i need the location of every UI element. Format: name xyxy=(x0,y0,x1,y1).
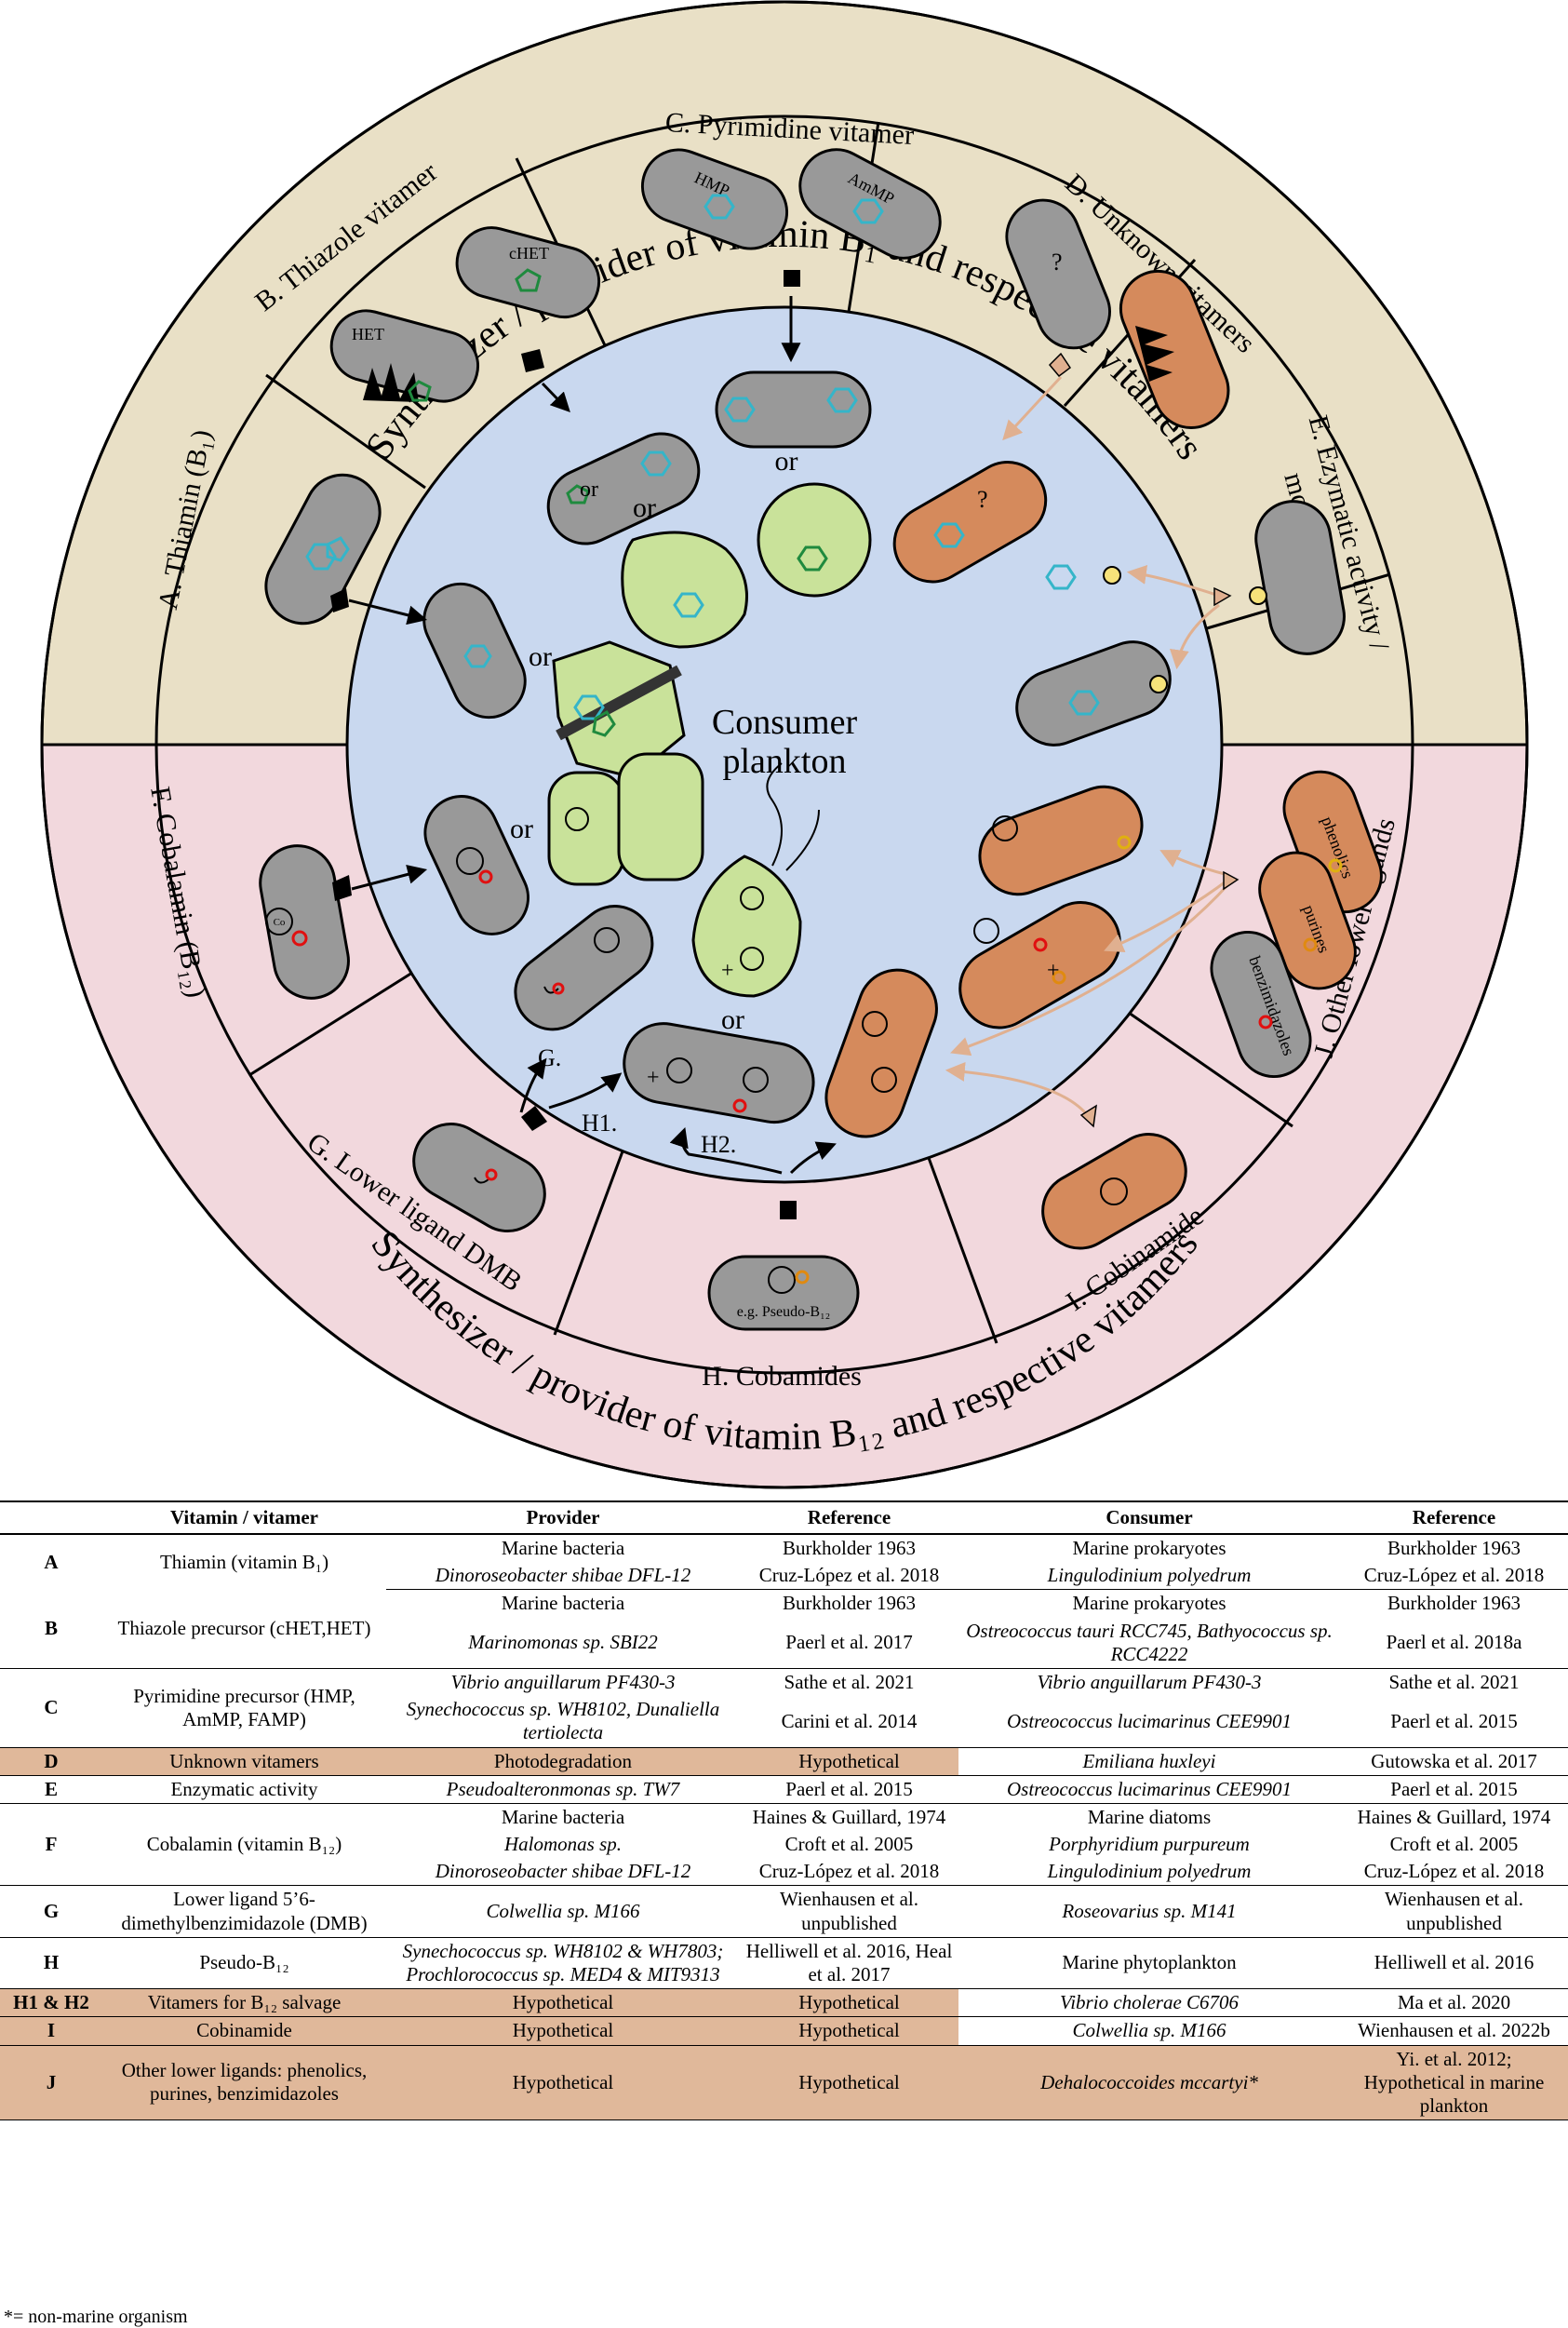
consumer-cell-j1 xyxy=(958,901,1121,1029)
svg-text:?: ? xyxy=(1052,249,1063,276)
svg-text:or: or xyxy=(775,446,798,477)
svg-text:+: + xyxy=(1047,959,1060,983)
consumer-cell-c xyxy=(715,370,872,449)
col-provider: Provider xyxy=(386,1500,740,1535)
provider-cell-chet xyxy=(455,226,601,319)
provider-cell-cobinamide xyxy=(1041,1133,1187,1250)
consumer-coccoid-c xyxy=(757,482,872,598)
svg-text:+: + xyxy=(721,959,734,983)
svg-text:Co: Co xyxy=(274,917,286,928)
vitamin-table: Vitamin / vitamer Provider Reference Con… xyxy=(0,1500,1568,2121)
svg-text:or: or xyxy=(633,492,656,523)
svg-text:or: or xyxy=(721,1004,744,1035)
provider-cell-dmb xyxy=(412,1123,546,1232)
consumer-cell-d xyxy=(892,461,1048,584)
table-row: B Thiazole precursor (cHET,HET) Marine b… xyxy=(0,1589,1568,1669)
consumer-cell-j2 xyxy=(978,785,1144,896)
col-reference-1: Reference xyxy=(740,1500,958,1535)
table-row: Synechococcus sp. WH8102, Dunaliella ter… xyxy=(0,1696,1568,1748)
consumer-flagellate xyxy=(691,854,802,998)
svg-text:or: or xyxy=(580,478,598,502)
footnote: *= non-marine organism xyxy=(4,2307,188,2327)
table-row: C Pyrimidine precursor (HMP, AmMP, FAMP)… xyxy=(0,1668,1568,1748)
table-header-row: Vitamin / vitamer Provider Reference Con… xyxy=(0,1500,1568,1535)
col-reference-2: Reference xyxy=(1340,1500,1568,1535)
consumer-cell-f xyxy=(423,795,529,935)
consumer-diatom-f xyxy=(547,771,625,886)
table-row: I Cobinamide Hypothetical Hypothetical C… xyxy=(0,2016,1568,2046)
vitamin-exchange-diagram: Synthesizer / provider of vitamin B₁ and… xyxy=(40,0,1529,1489)
consumer-cell-i xyxy=(824,968,938,1138)
consumer-alga-b xyxy=(621,531,748,649)
svg-text:+: + xyxy=(647,1066,660,1090)
provider-cell-a xyxy=(264,473,382,626)
consumer-cell-h xyxy=(623,1022,815,1124)
svg-text:or: or xyxy=(510,814,533,844)
svg-text:cHET: cHET xyxy=(509,244,549,262)
table-row: J Other lower ligands: phenolics, purine… xyxy=(0,2045,1568,2121)
col-consumer: Consumer xyxy=(958,1500,1340,1535)
provider-cell-photodegraded xyxy=(1119,269,1230,430)
svg-text:HET: HET xyxy=(352,325,384,343)
provider-cell-purines xyxy=(1258,851,1357,990)
sector-h-label: H. Cobamides xyxy=(702,1361,862,1392)
provider-cell-unknown xyxy=(1005,198,1111,350)
provider-cell-ammp xyxy=(798,148,942,260)
consumer-cell-b xyxy=(546,432,701,545)
provider-cell-hmp xyxy=(640,148,789,250)
provider-cell-enzymatic xyxy=(1254,500,1346,655)
table-row: H1 & H2 Vitamers for B₁₂ salvage Hypothe… xyxy=(0,1988,1568,2018)
svg-text:H2.: H2. xyxy=(701,1131,736,1158)
svg-text:?: ? xyxy=(977,486,988,513)
table-row: D Unknown vitamers Photodegradation Hypo… xyxy=(0,1747,1568,1776)
svg-text:or: or xyxy=(529,641,552,672)
col-vitamin: Vitamin / vitamer xyxy=(102,1500,386,1535)
consumer-cell-a xyxy=(422,582,527,720)
table-row: F Cobalamin (vitamin B₁₂) Marine bacteri… xyxy=(0,1803,1568,1887)
svg-text:e.g. Pseudo-B₁₂: e.g. Pseudo-B₁₂ xyxy=(737,1304,830,1320)
center-label-2: plankton xyxy=(723,742,847,781)
vitamin-table-wrap: Vitamin / vitamer Provider Reference Con… xyxy=(0,1500,1568,2121)
svg-text:H1.: H1. xyxy=(582,1110,617,1137)
provider-cell-benzimidazoles xyxy=(1210,930,1312,1079)
center-label-1: Consumer xyxy=(712,703,858,742)
